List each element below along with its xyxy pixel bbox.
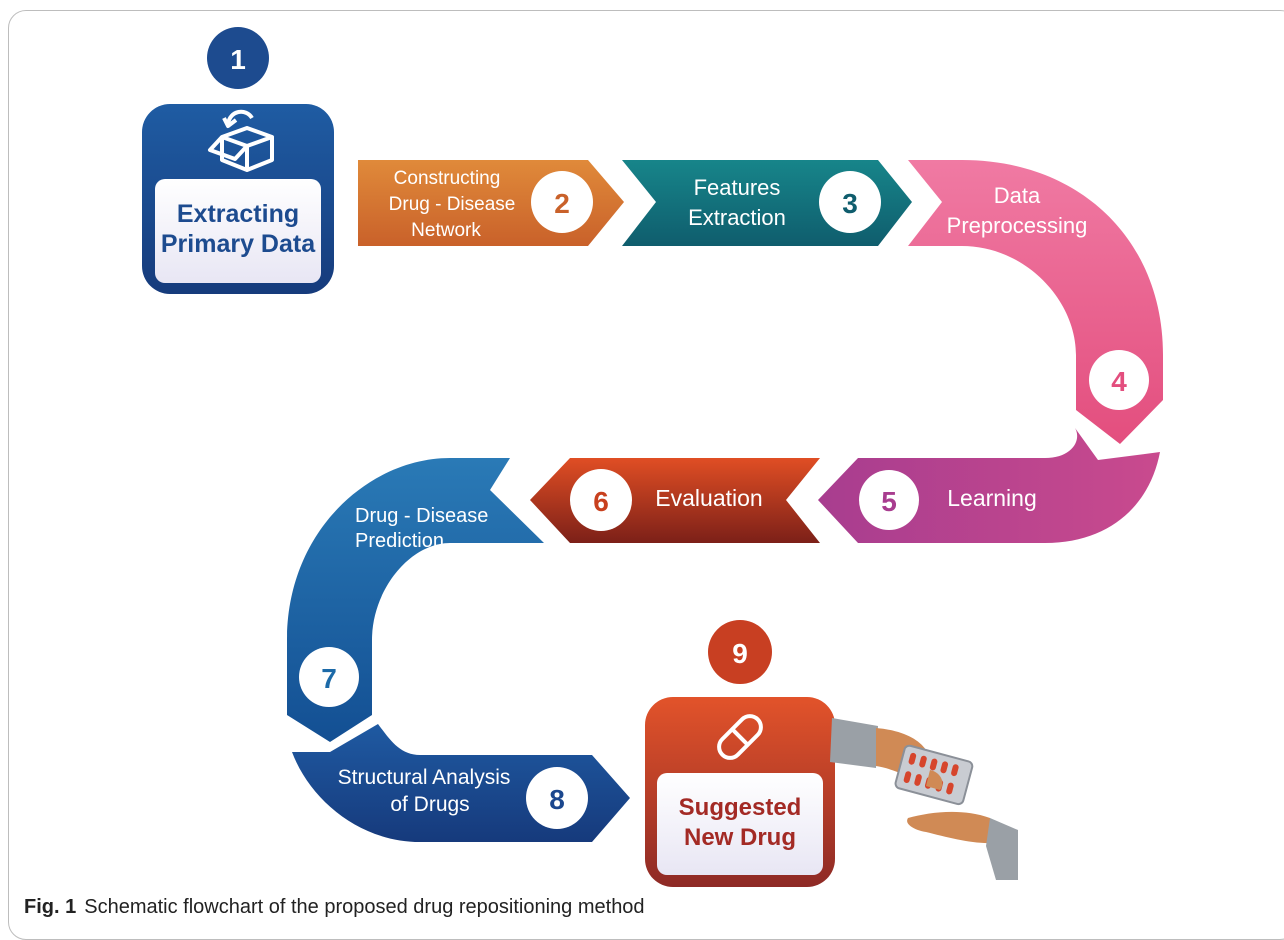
step-4-badge	[1089, 350, 1149, 410]
step-2-number: 2	[554, 188, 570, 219]
step-1-pane	[155, 179, 321, 283]
step-8-label-line1: Structural Analysis	[338, 766, 511, 789]
step-7-label-line2: Prediction	[355, 530, 444, 552]
step-6-number: 6	[593, 486, 609, 517]
step-9: 9 Suggested New Drug	[645, 620, 835, 887]
drug-repositioning-flowchart: 1 Extracting Primary Data Constructing D…	[142, 27, 1163, 887]
step-8: Structural Analysis of Drugs 8	[292, 724, 630, 842]
step-9-badge	[708, 620, 772, 684]
step-1-number: 1	[230, 44, 246, 75]
step-1: 1 Extracting Primary Data	[142, 27, 334, 294]
step-1-badge	[207, 27, 269, 89]
step-5-label: Learning	[947, 485, 1037, 511]
step-7-label-line1: Drug - Disease	[355, 505, 488, 527]
step-7-number: 7	[321, 663, 337, 694]
figure-caption: Fig. 1 Schematic flowchart of the propose…	[24, 896, 645, 919]
step-4: Data Preprocessing 4	[908, 160, 1163, 444]
step-1-label-line1: Extracting	[177, 200, 299, 228]
step-3-number: 3	[842, 188, 858, 219]
step-2: Constructing Drug - Disease Network 2	[358, 160, 624, 246]
step-8-number: 8	[549, 784, 565, 815]
step-9-number: 9	[732, 638, 748, 669]
step-6-label: Evaluation	[655, 485, 762, 511]
step-5-badge	[859, 470, 919, 530]
step-7: Drug - Disease Prediction 7	[287, 458, 544, 742]
step-9-pane	[657, 773, 823, 875]
step-5-number: 5	[881, 486, 897, 517]
step-3: Features Extraction 3	[622, 160, 912, 246]
step-6-badge	[570, 469, 632, 531]
step-9-label-line2: New Drug	[684, 824, 796, 851]
step-2-label-line2: Drug - Disease	[389, 194, 516, 215]
step-7-badge	[299, 647, 359, 707]
step-4-label-line1: Data	[994, 183, 1041, 208]
capsule-icon	[717, 714, 763, 760]
step-6: 6 Evaluation	[530, 458, 820, 543]
step-2-label-line1: Constructing	[394, 168, 501, 189]
step-8-label-line2: of Drugs	[390, 793, 469, 816]
step-4-label-line2: Preprocessing	[947, 213, 1088, 238]
step-9-label-line1: Suggested	[679, 794, 802, 821]
step-2-badge	[531, 171, 593, 233]
step-1-label-line2: Primary Data	[161, 230, 316, 258]
step-4-number: 4	[1111, 366, 1127, 397]
hands-pills-icon	[830, 718, 1018, 880]
figure-caption-text: Schematic flowchart of the proposed drug…	[84, 896, 645, 918]
step-5: Learning 5	[818, 428, 1160, 543]
step-3-label-line2: Extraction	[688, 205, 786, 230]
step-3-badge	[819, 171, 881, 233]
step-2-label-line3: Network	[411, 220, 481, 241]
open-box-arrow-icon	[208, 109, 274, 172]
step-3-label-line1: Features	[694, 175, 781, 200]
figure-label: Fig. 1	[24, 896, 77, 918]
step-8-badge	[526, 767, 588, 829]
